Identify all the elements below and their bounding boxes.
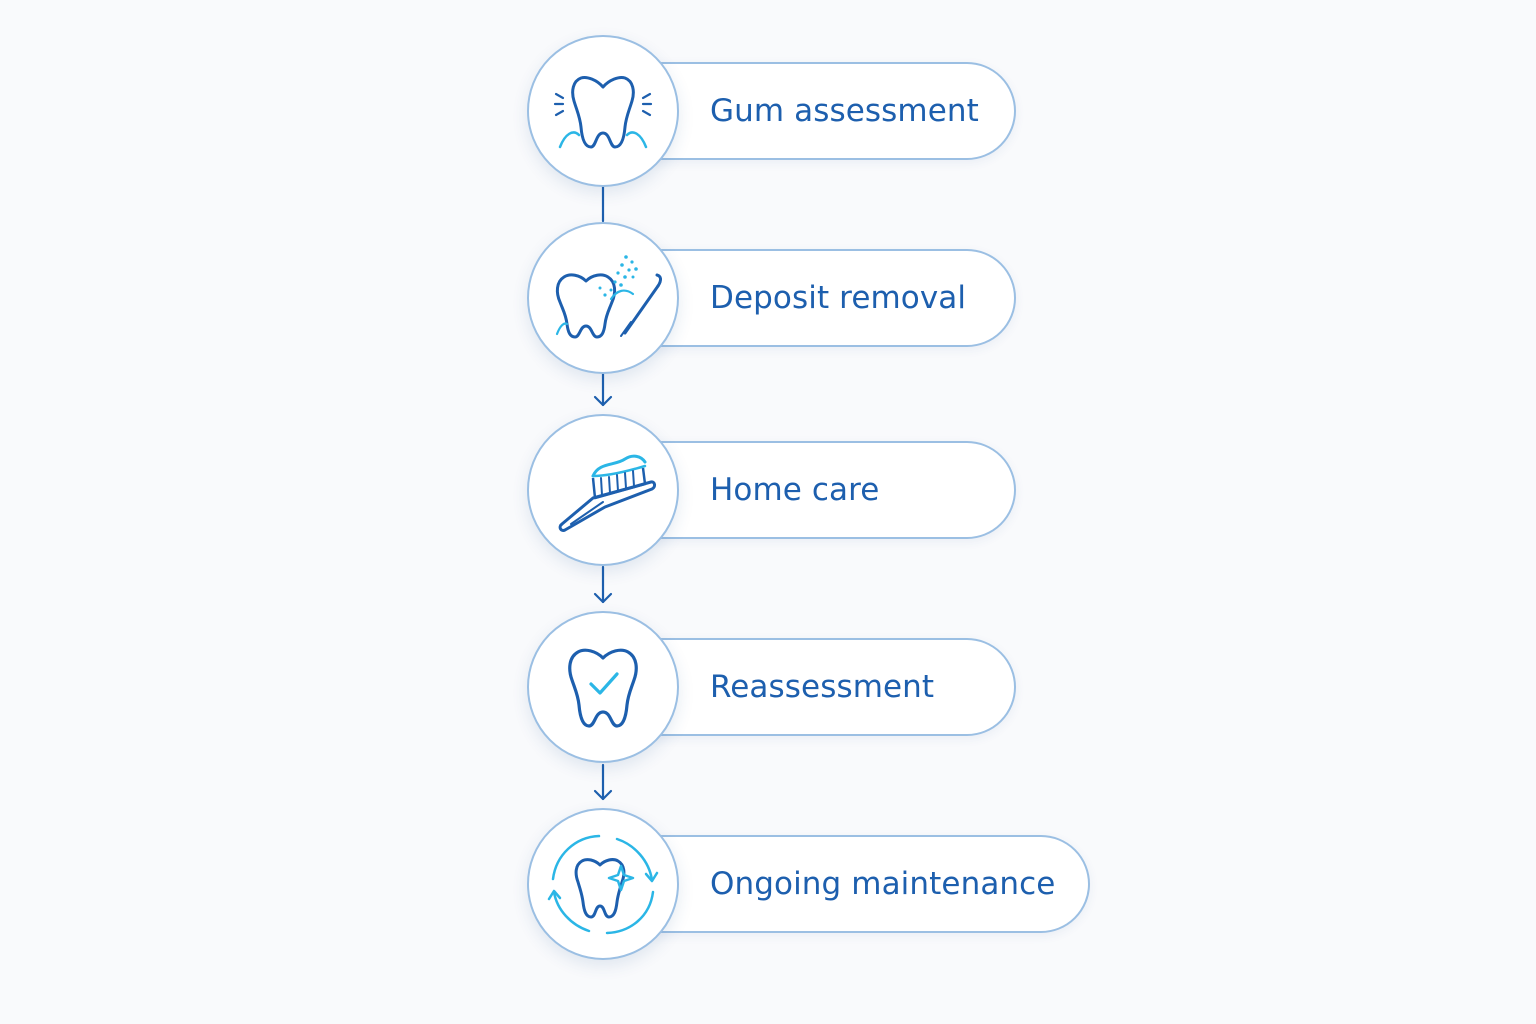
- arrow-down-icon: [593, 565, 613, 604]
- step-icon-circle: [527, 808, 679, 960]
- step-icon-circle: [527, 35, 679, 187]
- step-label: Reassessment: [710, 669, 935, 705]
- step-icon-circle: [527, 414, 679, 566]
- tooth-sparkle-cycle-icon: [547, 834, 659, 935]
- step-icon-circle: [527, 222, 679, 374]
- tooth-check-icon: [568, 648, 638, 728]
- step-label: Gum assessment: [710, 93, 979, 129]
- step-pill: Home care: [598, 441, 1016, 539]
- tooth-scaler-icon: [555, 255, 662, 339]
- arrow-down-icon: [593, 372, 613, 407]
- arrow-down-icon: [593, 763, 613, 801]
- step-label: Ongoing maintenance: [710, 866, 1056, 902]
- step-pill: Ongoing maintenance: [598, 835, 1090, 933]
- step-icon-circle: [527, 611, 679, 763]
- step-label: Deposit removal: [710, 280, 967, 316]
- step-label: Home care: [710, 472, 880, 508]
- tooth-gum-icon: [553, 76, 653, 149]
- toothbrush-icon: [558, 454, 656, 532]
